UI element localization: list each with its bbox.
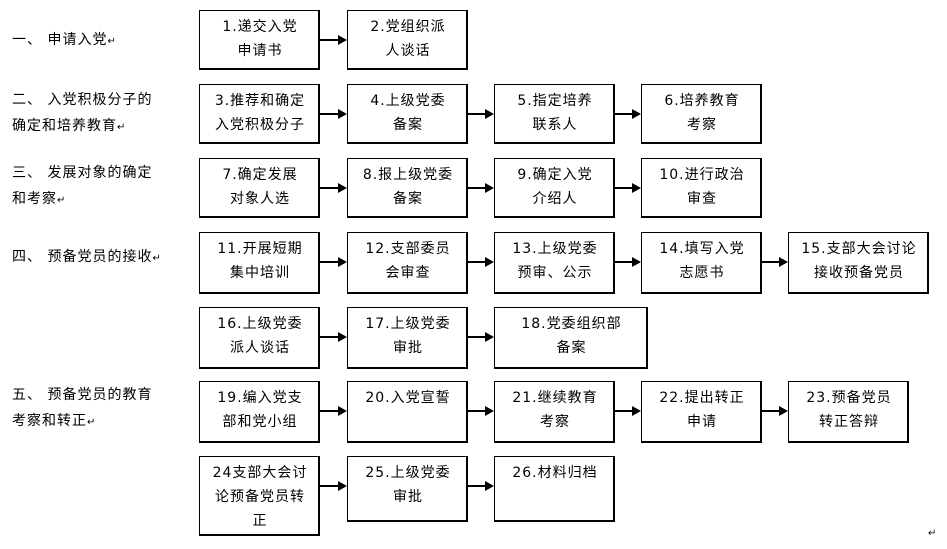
step-box-8: 8.报上级党委备案 <box>347 158 468 218</box>
step-text-line: 22.提出转正 <box>659 390 745 406</box>
step-text-line: 4.上级党委 <box>370 93 446 109</box>
step-text-line: 申请书 <box>237 43 283 59</box>
step-box-22: 22.提出转正申请 <box>641 381 762 443</box>
step-text-line: 介绍人 <box>532 191 578 207</box>
step-text-line: 25.上级党委 <box>365 465 451 481</box>
step-text-line: 26.材料归档 <box>512 465 598 481</box>
step-box-18: 18.党委组织部备案 <box>494 307 648 369</box>
step-box-6: 6.培养教育考察 <box>641 84 762 144</box>
step-box-5: 5.指定培养联系人 <box>494 84 615 144</box>
step-text-line: 联系人 <box>532 117 578 133</box>
step-text-line: 20.入党宣誓 <box>365 390 451 406</box>
step-text-line: 备案 <box>556 340 587 356</box>
step-text-line: 论预备党员转 <box>215 489 305 505</box>
stage-label-2: 二、 入党积极分子的确定和培养教育↵ <box>12 87 160 141</box>
step-box-11: 11.开展短期集中培训 <box>199 232 320 294</box>
step-box-19: 19.编入党支部和党小组 <box>199 381 320 443</box>
paragraph-mark: ↵ <box>57 195 66 206</box>
step-text-line: 15.支部大会讨论 <box>801 241 917 257</box>
stage-label-text: 五、 预备党员的教育考察和转正 <box>12 387 153 429</box>
step-text-line: 17.上级党委 <box>365 316 451 332</box>
paragraph-mark: ↵ <box>107 36 116 47</box>
stage-label-text: 三、 发展对象的确定和考察 <box>12 165 153 207</box>
step-text-line: 入党积极分子 <box>215 117 305 133</box>
stage-label-1: 一、 申请入党↵ <box>12 27 190 55</box>
step-text-line: 16.上级党委 <box>217 316 303 332</box>
step-text-line: 人谈话 <box>385 43 431 59</box>
step-text-line: 19.编入党支 <box>217 390 303 406</box>
step-text-line: 考察 <box>540 414 570 430</box>
step-box-12: 12.支部委员会审查 <box>347 232 468 294</box>
step-box-16: 16.上级党委派人谈话 <box>199 307 320 369</box>
step-box-25: 25.上级党委审批 <box>347 456 468 522</box>
stage-label-3: 三、 发展对象的确定和考察↵ <box>12 160 160 214</box>
step-box-26: 26.材料归档 <box>494 456 615 522</box>
step-text-line: 5.指定培养 <box>517 93 593 109</box>
step-text-line: 考察 <box>687 117 717 133</box>
step-box-15: 15.支部大会讨论接收预备党员 <box>788 232 929 294</box>
step-box-20: 20.入党宣誓 <box>347 381 468 443</box>
step-box-7: 7.确定发展对象人选 <box>199 158 320 218</box>
step-text-line: 12.支部委员 <box>365 241 451 257</box>
step-text-line: 派人谈话 <box>230 340 290 356</box>
stage-label-4: 四、 预备党员的接收↵ <box>12 244 190 272</box>
step-box-17: 17.上级党委审批 <box>347 307 468 369</box>
step-text-line: 7.确定发展 <box>222 167 298 183</box>
step-box-10: 10.进行政治审查 <box>641 158 762 218</box>
paragraph-mark: ↵ <box>928 528 937 539</box>
step-text-line: 审批 <box>393 489 423 505</box>
step-text-line: 1.递交入党 <box>222 19 298 35</box>
stage-label-text: 一、 申请入党 <box>12 32 108 48</box>
step-text-line: 备案 <box>393 117 423 133</box>
step-box-3: 3.推荐和确定入党积极分子 <box>199 84 320 144</box>
stage-label-text: 四、 预备党员的接收 <box>12 249 153 265</box>
step-box-14: 14.填写入党志愿书 <box>641 232 762 294</box>
step-box-9: 9.确定入党介绍人 <box>494 158 615 218</box>
step-box-13: 13.上级党委预审、公示 <box>494 232 615 294</box>
step-text-line: 13.上级党委 <box>512 241 598 257</box>
step-text-line: 21.继续教育 <box>512 390 598 406</box>
stage-label-5: 五、 预备党员的教育考察和转正↵ <box>12 382 160 436</box>
paragraph-mark: ↵ <box>152 253 161 264</box>
step-text-line: 23.预备党员 <box>806 390 892 406</box>
step-text-line: 24支部大会讨 <box>212 465 308 481</box>
step-box-2: 2.党组织派人谈话 <box>347 10 468 70</box>
step-text-line: 9.确定入党 <box>517 167 593 183</box>
step-text-line: 6.培养教育 <box>664 93 740 109</box>
step-text-line: 10.进行政治 <box>659 167 745 183</box>
step-text-line: 2.党组织派 <box>370 19 446 35</box>
step-text-line: 志愿书 <box>679 265 725 281</box>
step-text-line: 备案 <box>393 191 423 207</box>
step-text-line: 预审、公示 <box>517 265 593 281</box>
step-text-line: 对象人选 <box>230 191 290 207</box>
step-box-24: 24支部大会讨论预备党员转正 <box>199 456 320 536</box>
step-box-21: 21.继续教育考察 <box>494 381 615 443</box>
step-text-line: 8.报上级党委 <box>362 167 454 183</box>
step-text-line: 11.开展短期 <box>217 241 303 257</box>
step-text-line: 申请 <box>687 414 717 430</box>
paragraph-mark: ↵ <box>87 417 96 428</box>
step-text-line: 集中培训 <box>230 265 290 281</box>
step-box-1: 1.递交入党申请书 <box>199 10 320 70</box>
step-text-line: 审批 <box>393 340 423 356</box>
step-text-line: 3.推荐和确定 <box>214 93 306 109</box>
step-text-line: 部和党小组 <box>222 414 298 430</box>
step-text-line: 审查 <box>687 191 717 207</box>
stage-label-text: 二、 入党积极分子的确定和培养教育 <box>12 92 153 134</box>
step-text-line: 18.党委组织部 <box>521 316 622 332</box>
step-text-line: 正 <box>252 513 268 529</box>
step-text-line: 接收预备党员 <box>814 265 904 281</box>
paragraph-mark: ↵ <box>117 122 126 133</box>
step-box-23: 23.预备党员转正答辩 <box>788 381 909 443</box>
step-text-line: 转正答辩 <box>819 414 879 430</box>
step-text-line: 会审查 <box>385 265 431 281</box>
step-box-4: 4.上级党委备案 <box>347 84 468 144</box>
step-text-line: 14.填写入党 <box>659 241 745 257</box>
